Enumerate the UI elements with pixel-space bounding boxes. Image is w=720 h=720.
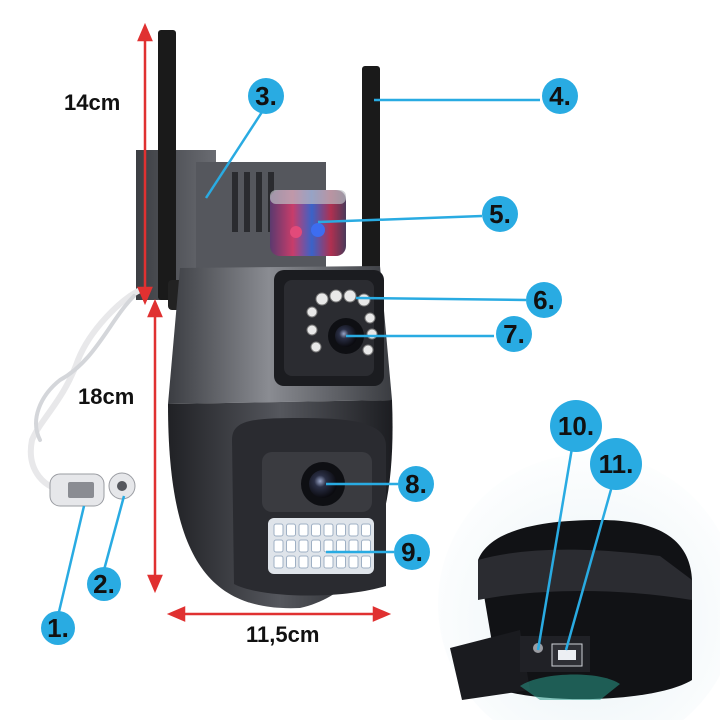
callout-number-6: 6. [533, 285, 555, 315]
callout-number-7: 7. [503, 319, 525, 349]
leader-line-5 [317, 214, 483, 224]
callout-1: 1. [41, 611, 75, 645]
callout-10: 10. [550, 400, 602, 452]
callout-number-9: 9. [401, 537, 423, 567]
leader-line-2 [102, 495, 126, 571]
led-cell [361, 555, 371, 569]
led-cell [286, 539, 296, 553]
led-cell [323, 539, 334, 553]
leader-line-11 [564, 485, 614, 651]
callout-badge-5 [482, 196, 518, 232]
leader-line-10 [536, 447, 574, 651]
callout-number-11: 11. [599, 449, 634, 479]
led-cell [273, 523, 284, 537]
callout-6: 6. [526, 282, 562, 318]
callout-11: 11. [590, 438, 642, 490]
antenna-height-label: 14cm [64, 90, 120, 115]
led-cell [311, 523, 321, 537]
leader-line-6 [355, 296, 527, 302]
led-cell [361, 523, 371, 537]
callout-2: 2. [87, 567, 121, 601]
callout-8: 8. [398, 466, 434, 502]
led-cell [311, 539, 321, 553]
led-cell [298, 539, 309, 553]
inset-cover-flap [450, 630, 530, 700]
callout-badge-6 [526, 282, 562, 318]
callout-9: 9. [394, 534, 430, 570]
callout-number-5: 5. [489, 199, 511, 229]
led-cell [273, 539, 284, 553]
inset-closeup [438, 454, 720, 720]
led-cell [336, 539, 346, 553]
network-connector [49, 473, 105, 507]
callout-badge-9 [394, 534, 430, 570]
callout-markers: 1. 2. 3. 4. 5. 6. 7. 8. 9. 10.11. [41, 78, 642, 645]
led-cell [348, 555, 359, 569]
callout-5: 5. [482, 196, 518, 232]
callout-badge-7 [496, 316, 532, 352]
callout-number-1: 1. [47, 613, 69, 643]
upper-camera-module [274, 270, 384, 386]
callout-badge-10 [550, 400, 602, 452]
power-connector [108, 472, 136, 500]
leader-line-1 [56, 505, 86, 617]
callout-number-2: 2. [93, 569, 115, 599]
led-cell [298, 555, 309, 569]
callout-badge-2 [87, 567, 121, 601]
led-cell [286, 523, 296, 537]
led-cell [348, 523, 359, 537]
callout-4: 4. [542, 78, 578, 114]
callout-number-3: 3. [255, 81, 277, 111]
callout-badge-4 [542, 78, 578, 114]
callout-7: 7. [496, 316, 532, 352]
leader-line-3 [204, 111, 264, 199]
dimension-lines [137, 22, 392, 622]
cables [27, 287, 143, 495]
callout-number-4: 4. [549, 81, 571, 111]
alarm-light [270, 190, 346, 256]
led-cell [311, 555, 321, 569]
callout-badge-11 [590, 438, 642, 490]
callout-badge-8 [398, 466, 434, 502]
led-cell [323, 555, 334, 569]
led-floodlight [268, 518, 374, 574]
led-cell [323, 523, 334, 537]
callout-badge-1 [41, 611, 75, 645]
led-cell [273, 555, 284, 569]
callout-badge-3 [248, 78, 284, 114]
callout-number-8: 8. [405, 469, 427, 499]
led-cell [286, 555, 296, 569]
leader-lines [56, 98, 614, 651]
body-width-label: 11,5cm [246, 622, 319, 647]
led-cell [298, 523, 309, 537]
body-height-label: 18cm [78, 384, 134, 409]
led-cell [361, 539, 371, 553]
callout-number-10: 10. [558, 411, 594, 441]
led-cell [348, 539, 359, 553]
callout-3: 3. [248, 78, 284, 114]
led-cell [336, 523, 346, 537]
led-cell [336, 555, 346, 569]
